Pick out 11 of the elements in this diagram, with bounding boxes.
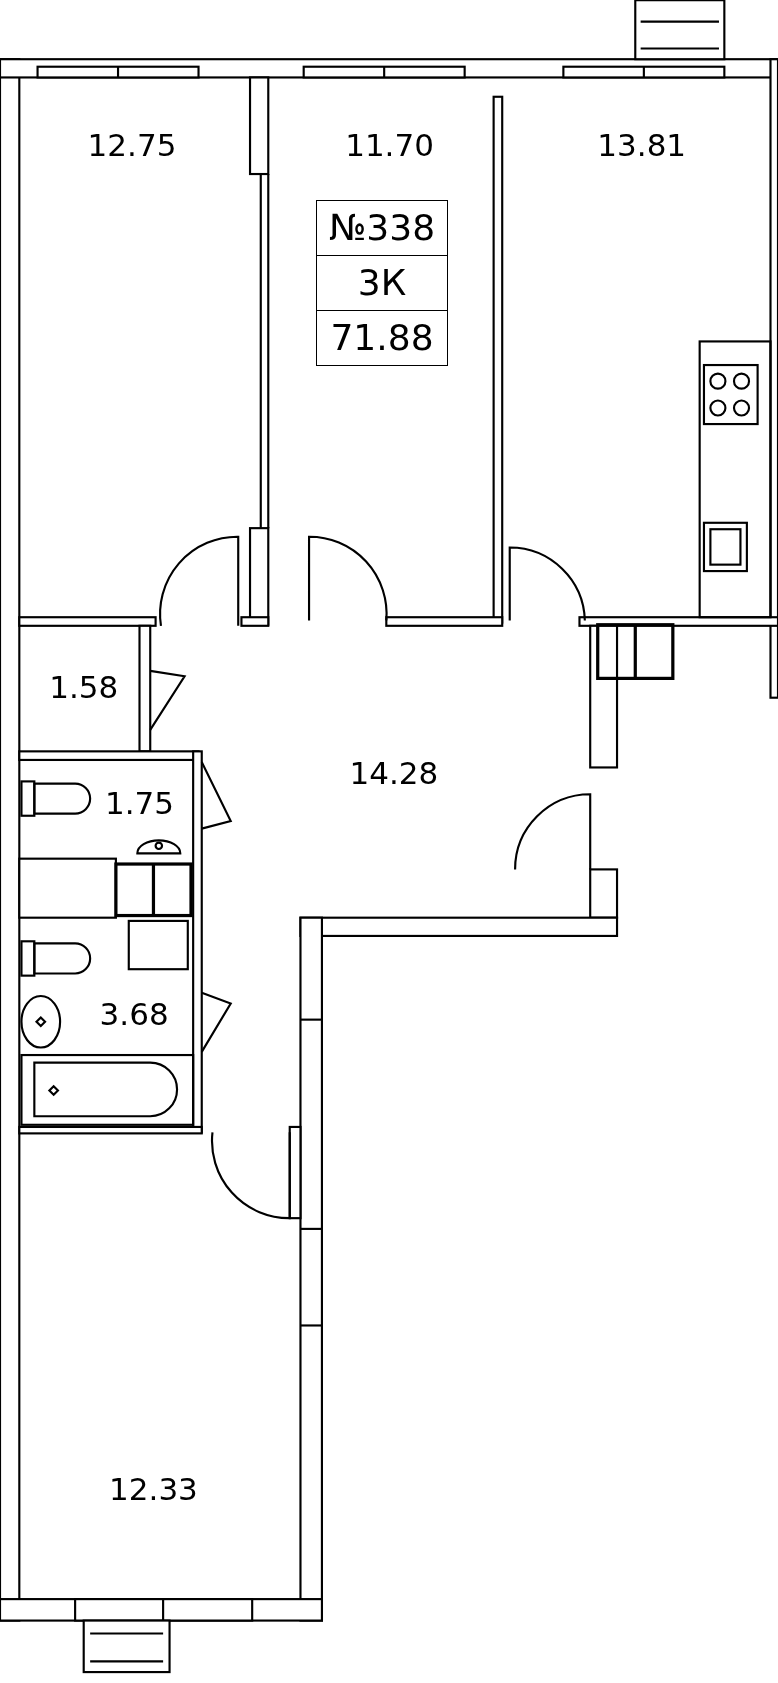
apartment-number: №338 <box>327 206 437 250</box>
room-area: 13.81 <box>597 129 687 161</box>
room-area: 12.75 <box>87 129 177 161</box>
room-area: 12.33 <box>109 1473 198 1505</box>
total-area: 71.88 <box>317 310 447 365</box>
room-area: 14.28 <box>349 757 439 789</box>
room-area: 3.68 <box>99 998 169 1030</box>
room-area: 1.58 <box>49 671 119 703</box>
room-area: 1.75 <box>105 787 174 819</box>
room-area: 11.70 <box>345 129 434 161</box>
room-count: 3К <box>317 255 447 310</box>
